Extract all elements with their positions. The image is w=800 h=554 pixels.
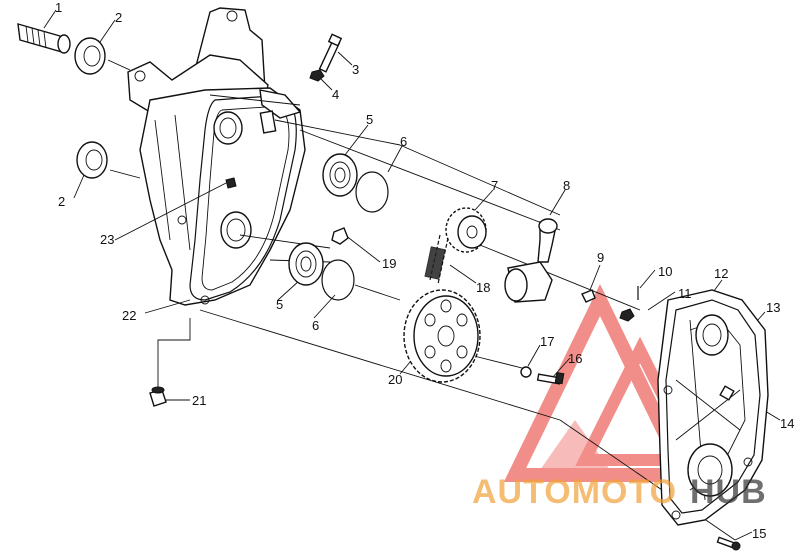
callout-12: 12 <box>714 266 728 281</box>
callout-7: 7 <box>491 178 498 193</box>
callout-5a: 5 <box>366 112 373 127</box>
callout-6a: 6 <box>400 134 407 149</box>
callout-1: 1 <box>55 0 62 15</box>
callout-labels: 1 2 2 3 4 5 6 7 8 9 10 11 12 13 14 15 16… <box>55 0 794 541</box>
part-washer-17 <box>520 366 532 378</box>
callout-16: 16 <box>568 351 582 366</box>
part-screw-23 <box>225 177 237 189</box>
callout-22: 22 <box>122 308 136 323</box>
callout-18: 18 <box>476 280 490 295</box>
callout-19: 19 <box>382 256 396 271</box>
part-washer-9 <box>581 289 596 303</box>
callout-13: 13 <box>766 300 780 315</box>
part-ring-upper <box>355 171 389 213</box>
part-bearing-upper <box>322 153 358 197</box>
part-chaincase-cover <box>657 289 769 526</box>
callout-5b: 5 <box>276 297 283 312</box>
part-screw-15 <box>716 536 741 551</box>
part-drain-plug <box>149 386 167 407</box>
part-nut-4 <box>309 69 325 82</box>
callout-23: 23 <box>100 232 114 247</box>
part-bolt-3 <box>318 33 343 73</box>
watermark-text: AUTOMOTO HUB <box>472 473 767 511</box>
callout-17: 17 <box>540 334 554 349</box>
part-top-sprocket <box>445 207 487 253</box>
callout-2a: 2 <box>115 10 122 25</box>
callout-10: 10 <box>658 264 672 279</box>
callout-15: 15 <box>752 526 766 541</box>
part-plug-19 <box>331 227 349 245</box>
callout-3: 3 <box>352 62 359 77</box>
callout-8: 8 <box>563 178 570 193</box>
callout-2b: 2 <box>58 194 65 209</box>
part-seal-top <box>74 37 106 75</box>
callout-4: 4 <box>332 87 339 102</box>
part-chain <box>424 234 449 285</box>
svg-text:HUB: HUB <box>690 473 767 511</box>
part-ring-lower <box>321 259 355 301</box>
part-tensioner-arm <box>504 218 558 303</box>
part-bearing-lower <box>288 242 324 286</box>
callout-11: 11 <box>678 286 692 301</box>
part-shaft <box>17 23 71 54</box>
part-nut-11 <box>619 308 635 322</box>
part-lower-sprocket <box>403 289 481 383</box>
callout-20: 20 <box>388 372 402 387</box>
callout-21: 21 <box>192 393 206 408</box>
callout-14: 14 <box>780 416 794 431</box>
callout-9: 9 <box>597 250 604 265</box>
part-seal-left <box>76 141 108 179</box>
part-bolt-16 <box>536 371 565 385</box>
callout-6b: 6 <box>312 318 319 333</box>
svg-text:AUTOMOTO: AUTOMOTO <box>472 473 677 511</box>
chaincase-housing <box>127 7 306 306</box>
